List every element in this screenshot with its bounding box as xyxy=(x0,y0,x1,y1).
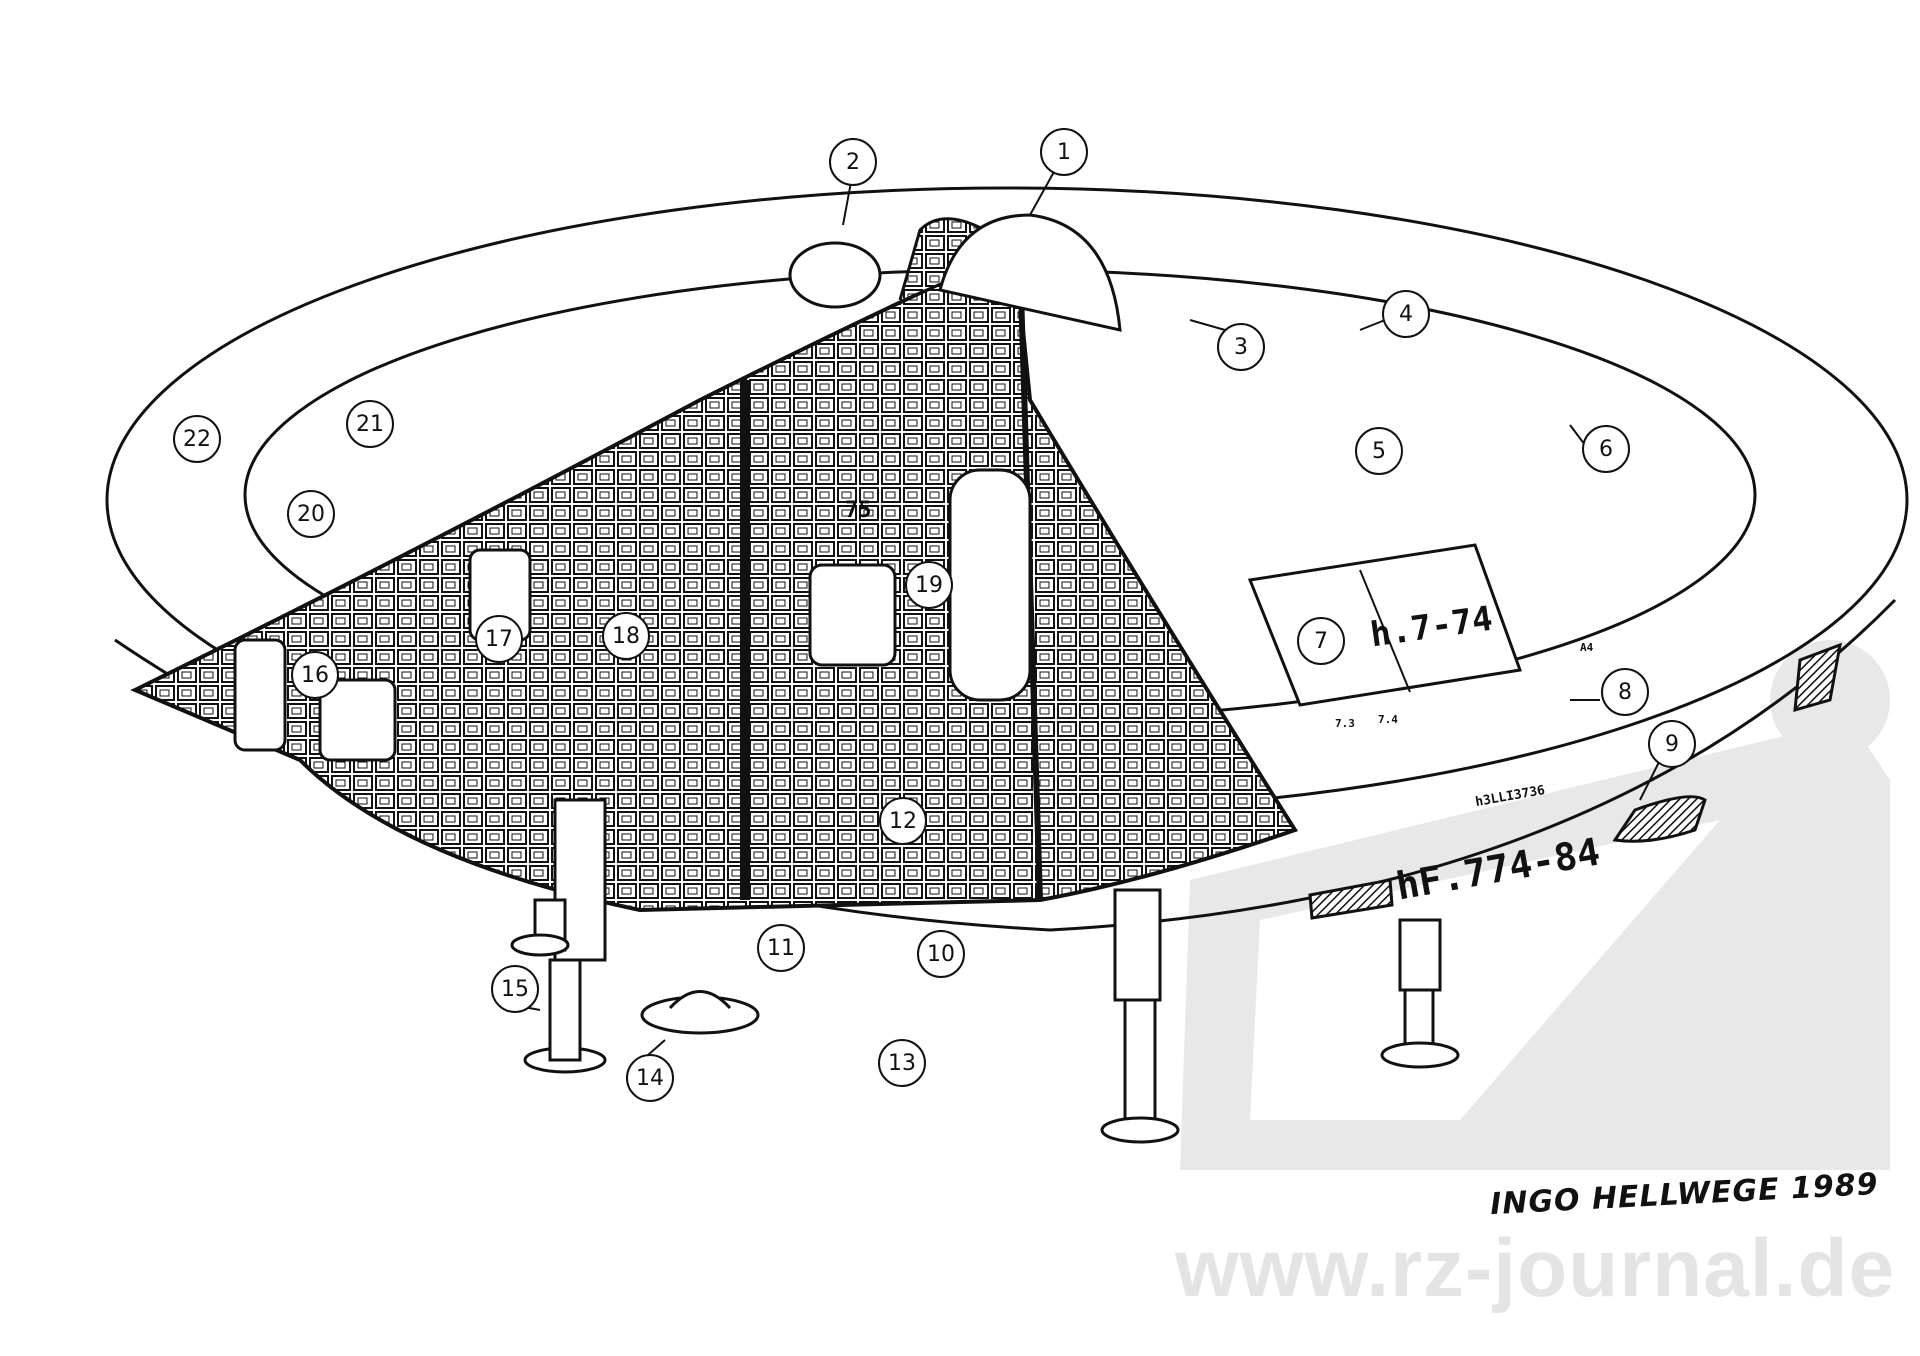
panel-marking-b: 7.4 xyxy=(1378,713,1398,726)
panel-marking-a: 7.3 xyxy=(1335,717,1355,730)
reactor-cylinders xyxy=(233,468,1032,762)
hatch-divider xyxy=(1359,569,1411,693)
callout-8: 8 xyxy=(1601,668,1649,716)
callout-14: 14 xyxy=(626,1054,674,1102)
landing-legs xyxy=(510,798,1460,1144)
dome-2 xyxy=(788,241,882,309)
callout-5: 5 xyxy=(1355,427,1403,475)
callout-21: 21 xyxy=(346,400,394,448)
callout-16: 16 xyxy=(291,651,339,699)
callout-7: 7 xyxy=(1297,617,1345,665)
callout-4: 4 xyxy=(1382,290,1430,338)
leader-lines xyxy=(512,169,1661,1056)
callout-3: 3 xyxy=(1217,323,1265,371)
hatch-7 xyxy=(1247,543,1523,707)
bay-marking: 75 xyxy=(845,498,872,523)
window-front xyxy=(1308,878,1394,920)
callout-17: 17 xyxy=(475,615,523,663)
callout-20: 20 xyxy=(287,490,335,538)
callout-15: 15 xyxy=(491,965,539,1013)
panel-marking-c: A4 xyxy=(1580,641,1594,654)
callout-9: 9 xyxy=(1648,720,1696,768)
callout-18: 18 xyxy=(602,612,650,660)
callout-13: 13 xyxy=(878,1039,926,1087)
window-9 xyxy=(1612,795,1707,843)
callout-12: 12 xyxy=(879,797,927,845)
callout-1: 1 xyxy=(1040,128,1088,176)
dome-1 xyxy=(938,213,1122,332)
window-right xyxy=(1793,642,1842,713)
watermark-url: www.rz-journal.de xyxy=(1175,1223,1896,1314)
callout-6: 6 xyxy=(1582,425,1630,473)
callout-10: 10 xyxy=(917,930,965,978)
callout-19: 19 xyxy=(905,561,953,609)
shuttle-canopy xyxy=(668,990,732,1010)
callout-2: 2 xyxy=(829,138,877,186)
callout-11: 11 xyxy=(757,924,805,972)
callout-22: 22 xyxy=(173,415,221,463)
